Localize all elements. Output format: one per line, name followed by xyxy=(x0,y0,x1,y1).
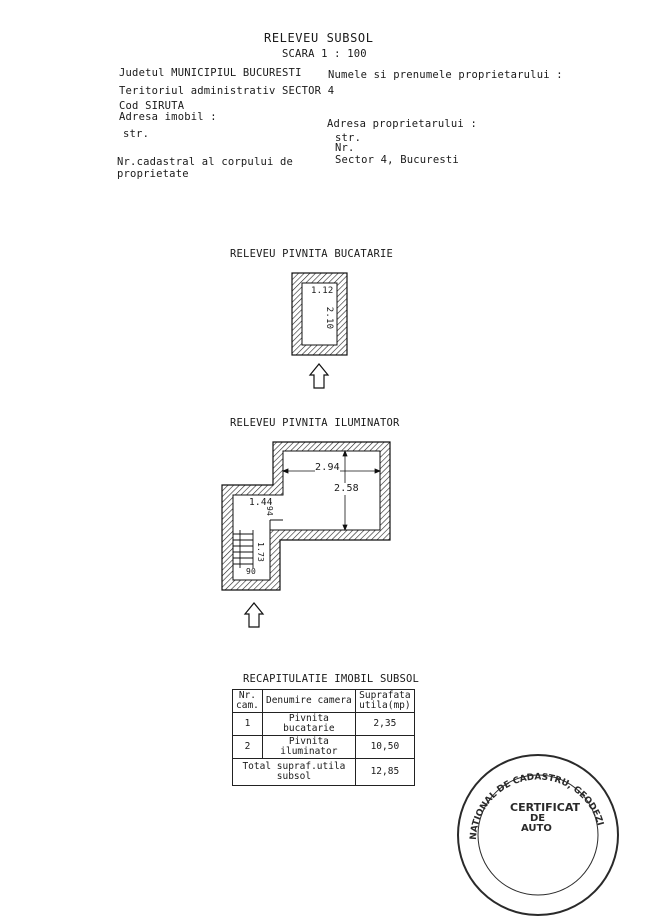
header-nr: Nr. cam. xyxy=(232,689,263,713)
row-name: Pivnita bucatarie xyxy=(261,712,356,736)
plan2-small-width-dim: 1.44 xyxy=(249,497,273,508)
teritoriu-label: Teritoriul administrativ SECTOR 4 xyxy=(119,85,335,97)
total-label: Total supraf.utila subsol xyxy=(232,758,356,786)
certification-stamp: NATIONAL DE CADASTRU, GEODEZIE CERTIFICA… xyxy=(448,740,619,916)
document-title: RELEVEU SUBSOL xyxy=(264,31,374,45)
plan2-entry-arrow xyxy=(243,602,265,628)
row-nr: 2 xyxy=(232,735,263,759)
row-area: 10,50 xyxy=(354,735,415,759)
recap-header-row: Nr. cam. Denumire camera Suprafata utila… xyxy=(232,689,415,713)
plan2-width-dim: 2.94 xyxy=(315,462,340,474)
plan2-title: RELEVEU PIVNITA ILUMINATOR xyxy=(230,417,400,429)
proprietar-street-label: str. xyxy=(335,132,362,144)
row-nr: 1 xyxy=(232,712,263,736)
recap-table: Nr. cam. Denumire camera Suprafata utila… xyxy=(232,689,415,786)
table-row: 2 Pivnita iluminator 10,50 xyxy=(232,735,415,759)
scale-label: SCARA 1 : 100 xyxy=(282,48,367,60)
plan1-room xyxy=(291,272,348,356)
stamp-line1: CERTIFICAT xyxy=(510,801,580,814)
plan1-entry-arrow xyxy=(308,363,330,389)
plan1-title: RELEVEU PIVNITA BUCATARIE xyxy=(230,248,394,260)
row-area: 2,35 xyxy=(354,712,415,736)
plan1-width-dim: 1.12 xyxy=(311,286,334,296)
total-value: 12,85 xyxy=(354,758,415,786)
plan1-height-dim: 2.10 xyxy=(324,306,335,330)
proprietar-label: Numele si prenumele proprietarului : xyxy=(328,69,563,81)
stamp-line2: DE xyxy=(530,813,545,824)
imobil-street-label: str. xyxy=(123,128,150,140)
plan2-height-dim: 2.58 xyxy=(334,483,359,495)
nr-cadastral-line2: proprietate xyxy=(117,168,189,180)
plan2-step-dim: 94 xyxy=(265,505,275,517)
proprietar-sector-label: Sector 4, Bucuresti xyxy=(335,154,459,166)
header-name: Denumire camera xyxy=(261,689,356,713)
adresa-proprietar-label: Adresa proprietarului : xyxy=(327,118,477,130)
judet-label: Judetul MUNICIPIUL BUCURESTI xyxy=(119,67,302,79)
header-area: Suprafata utila(mp) xyxy=(354,689,415,713)
plan2-stairs xyxy=(233,530,254,568)
plan2-stair-dim: 1.73 xyxy=(256,541,266,563)
recap-title: RECAPITULATIE IMOBIL SUBSOL xyxy=(243,673,420,685)
total-row: Total supraf.utila subsol 12,85 xyxy=(232,758,415,786)
stamp-line3: AUTO xyxy=(521,823,552,834)
table-row: 1 Pivnita bucatarie 2,35 xyxy=(232,712,415,736)
plan2-bottom-dim: 90 xyxy=(246,567,257,576)
proprietar-nr-label: Nr. xyxy=(335,142,355,154)
cod-siruta-label: Cod SIRUTA xyxy=(119,100,185,112)
row-name: Pivnita iluminator xyxy=(261,735,356,759)
nr-cadastral-line1: Nr.cadastral al corpului de xyxy=(117,156,294,168)
adresa-imobil-label: Adresa imobil : xyxy=(119,111,217,123)
